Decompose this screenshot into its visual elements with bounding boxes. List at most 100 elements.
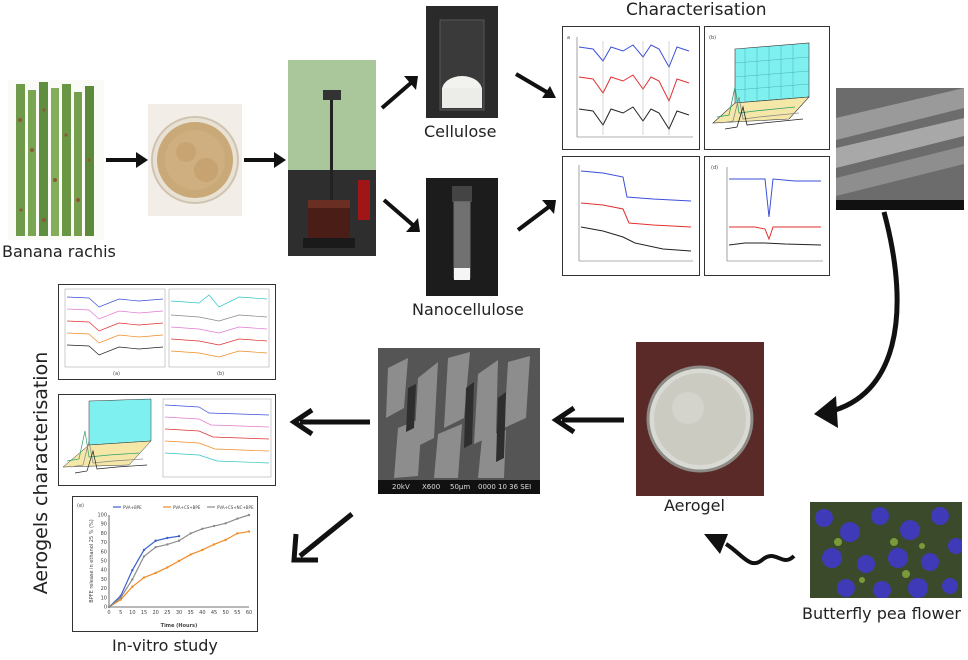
data-point [189, 532, 191, 534]
data-point [131, 586, 133, 588]
x-tick-label: 20 [152, 610, 158, 616]
butterfly-pea-photo [810, 502, 962, 598]
data-point [166, 537, 168, 539]
aerogel-xrd-tga-panel [58, 394, 276, 486]
data-point [143, 549, 145, 551]
data-point [178, 535, 180, 537]
legend-label: PVA+CS+BPE [173, 505, 201, 510]
data-point [143, 576, 145, 578]
arrow-left-icon [548, 404, 628, 436]
aerogel-ftir-panel: (a) (b) [58, 284, 276, 380]
x-tick-label: 60 [246, 610, 252, 616]
wavy-arrow-icon [698, 524, 798, 570]
series-line [109, 536, 179, 607]
data-point [178, 560, 180, 562]
nanocellulose-photo [426, 178, 498, 296]
data-point [224, 539, 226, 541]
data-point [248, 530, 250, 532]
x-tick-label: 30 [176, 610, 182, 616]
x-tick-label: 40 [199, 610, 205, 616]
in-vitro-release-chart: (e) PVA+BPE PVA+CS+BPE PVA+CS+NC+BPE BPFE … [72, 496, 258, 632]
sem-wd: 0000 [478, 480, 496, 494]
data-point [154, 546, 156, 548]
x-tick-label: 5 [119, 610, 122, 616]
data-point [224, 522, 226, 524]
tga-panel [562, 156, 700, 276]
data-point [189, 553, 191, 555]
data-point [236, 532, 238, 534]
xrd-3d-panel: (b) [704, 26, 830, 150]
panel-letter-a: a [567, 35, 570, 41]
x-tick-label: 45 [211, 610, 217, 616]
data-point [119, 597, 121, 599]
svg-text:(b): (b) [217, 371, 224, 377]
x-axis-label: Time (Hours) [161, 623, 198, 629]
data-point [201, 549, 203, 551]
arrow-up-right-icon [514, 196, 560, 236]
x-tick-label: 50 [222, 610, 228, 616]
data-point [213, 525, 215, 527]
data-point [213, 543, 215, 545]
fiber-sem-image [836, 88, 964, 210]
legend-label: PVA+BPE [123, 505, 142, 510]
arrow-right-down-icon [512, 68, 560, 104]
x-tick-label: 0 [107, 610, 110, 616]
y-tick-label: 0 [104, 605, 107, 611]
characterisation-title: Characterisation [626, 0, 767, 20]
svg-text:(a): (a) [113, 371, 120, 377]
sem-scale: 50µm [450, 480, 470, 494]
sem-detector: 10 36 SEI [498, 480, 531, 494]
y-axis-label: BPFE release in ethanol 25 % (%) [89, 519, 95, 603]
arrow-down-right-icon [380, 196, 424, 236]
cellulose-photo [426, 6, 498, 118]
arrow-left-icon [286, 406, 374, 438]
y-tick-label: 20 [101, 586, 107, 592]
sem-magnification: X600 [422, 480, 440, 494]
curved-arrow-icon [800, 206, 920, 436]
panel-letter-d: (d) [711, 165, 718, 171]
sem-info-bar: 20kV X600 50µm 0000 10 36 SEI [378, 480, 540, 494]
y-tick-label: 90 [101, 522, 107, 528]
data-point [201, 528, 203, 530]
butterfly-pea-label: Butterfly pea flower [802, 604, 961, 623]
data-point [154, 572, 156, 574]
panel-letter-e: (e) [77, 503, 84, 509]
panel-letter-b: (b) [709, 35, 716, 41]
y-tick-label: 80 [101, 531, 107, 537]
data-point [131, 569, 133, 571]
data-point [131, 578, 133, 580]
y-tick-label: 60 [101, 549, 107, 555]
cellulose-label: Cellulose [424, 122, 496, 141]
sem-voltage: 20kV [392, 480, 410, 494]
x-tick-label: 55 [234, 610, 240, 616]
data-point [154, 540, 156, 542]
banana-fiber-dish-photo [148, 104, 242, 216]
aerogel-sem-image: 20kV X600 50µm 0000 10 36 SEI [378, 348, 540, 494]
data-point [143, 555, 145, 557]
aerogel-photo [636, 342, 764, 496]
x-tick-label: 10 [129, 610, 135, 616]
legend-label: PVA+CS+NC+BPE [217, 505, 254, 510]
data-point [178, 540, 180, 542]
data-point [248, 514, 250, 516]
arrow-right-icon [104, 150, 150, 170]
banana-rachis-photo [8, 80, 104, 240]
aerogel-label: Aerogel [664, 496, 725, 515]
data-point [236, 517, 238, 519]
banana-rachis-label: Banana rachis [2, 242, 116, 261]
y-tick-label: 100 [97, 513, 107, 519]
x-tick-label: 25 [164, 610, 170, 616]
data-point [166, 543, 168, 545]
arrow-down-left-icon [286, 510, 356, 566]
data-point [166, 566, 168, 568]
x-tick-label: 15 [141, 610, 147, 616]
series-line [109, 532, 249, 607]
ftir-spectra-panel: a [562, 26, 700, 150]
y-tick-label: 30 [101, 577, 107, 583]
y-tick-label: 10 [101, 595, 107, 601]
y-tick-label: 40 [101, 568, 107, 574]
x-tick-label: 35 [187, 610, 193, 616]
data-point [108, 606, 110, 608]
arrow-up-right-icon [378, 72, 422, 112]
aerogels-characterisation-title: Aerogels characterisation [30, 346, 52, 600]
